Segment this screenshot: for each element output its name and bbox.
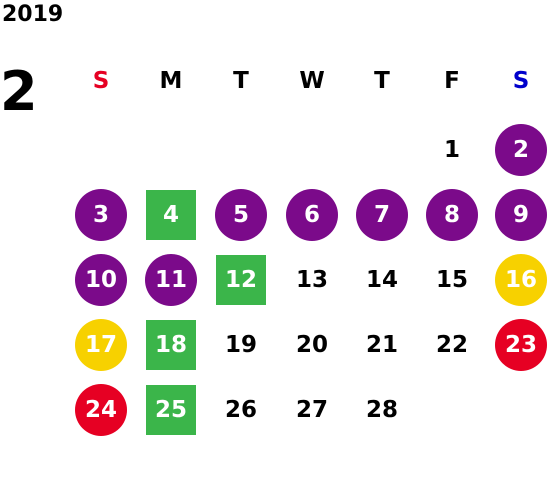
day-cell-27[interactable]: 27 xyxy=(295,397,328,423)
day-cell-16[interactable]: 16 xyxy=(495,254,547,306)
day-cell-13[interactable]: 13 xyxy=(295,267,328,293)
month-number: 2 xyxy=(0,60,38,123)
day-cell-10[interactable]: 10 xyxy=(75,254,127,306)
day-cell-8[interactable]: 8 xyxy=(426,189,478,241)
day-cell-15[interactable]: 15 xyxy=(435,267,468,293)
weekday-header: T xyxy=(374,68,390,94)
weekday-header: S xyxy=(512,68,530,94)
day-cell-22[interactable]: 22 xyxy=(435,332,468,358)
day-cell-2[interactable]: 2 xyxy=(495,124,547,176)
year-label: 2019 xyxy=(2,2,64,27)
weekday-header: M xyxy=(159,68,183,94)
weekday-header: F xyxy=(444,68,460,94)
day-cell-12[interactable]: 12 xyxy=(216,255,266,305)
weekday-header: S xyxy=(92,68,110,94)
weekday-header: W xyxy=(299,68,325,94)
day-cell-25[interactable]: 25 xyxy=(146,385,196,435)
day-cell-6[interactable]: 6 xyxy=(286,189,338,241)
day-cell-24[interactable]: 24 xyxy=(75,384,127,436)
day-cell-3[interactable]: 3 xyxy=(75,189,127,241)
day-cell-18[interactable]: 18 xyxy=(146,320,196,370)
day-cell-5[interactable]: 5 xyxy=(215,189,267,241)
day-cell-19[interactable]: 19 xyxy=(224,332,257,358)
day-cell-7[interactable]: 7 xyxy=(356,189,408,241)
day-cell-17[interactable]: 17 xyxy=(75,319,127,371)
day-cell-28[interactable]: 28 xyxy=(365,397,398,423)
day-cell-23[interactable]: 23 xyxy=(495,319,547,371)
weekday-header: T xyxy=(233,68,249,94)
day-cell-4[interactable]: 4 xyxy=(146,190,196,240)
day-cell-14[interactable]: 14 xyxy=(365,267,398,293)
day-cell-21[interactable]: 21 xyxy=(365,332,398,358)
day-cell-1[interactable]: 1 xyxy=(443,137,460,163)
day-cell-11[interactable]: 11 xyxy=(145,254,197,306)
day-cell-26[interactable]: 26 xyxy=(224,397,257,423)
day-cell-9[interactable]: 9 xyxy=(495,189,547,241)
day-cell-20[interactable]: 20 xyxy=(295,332,328,358)
